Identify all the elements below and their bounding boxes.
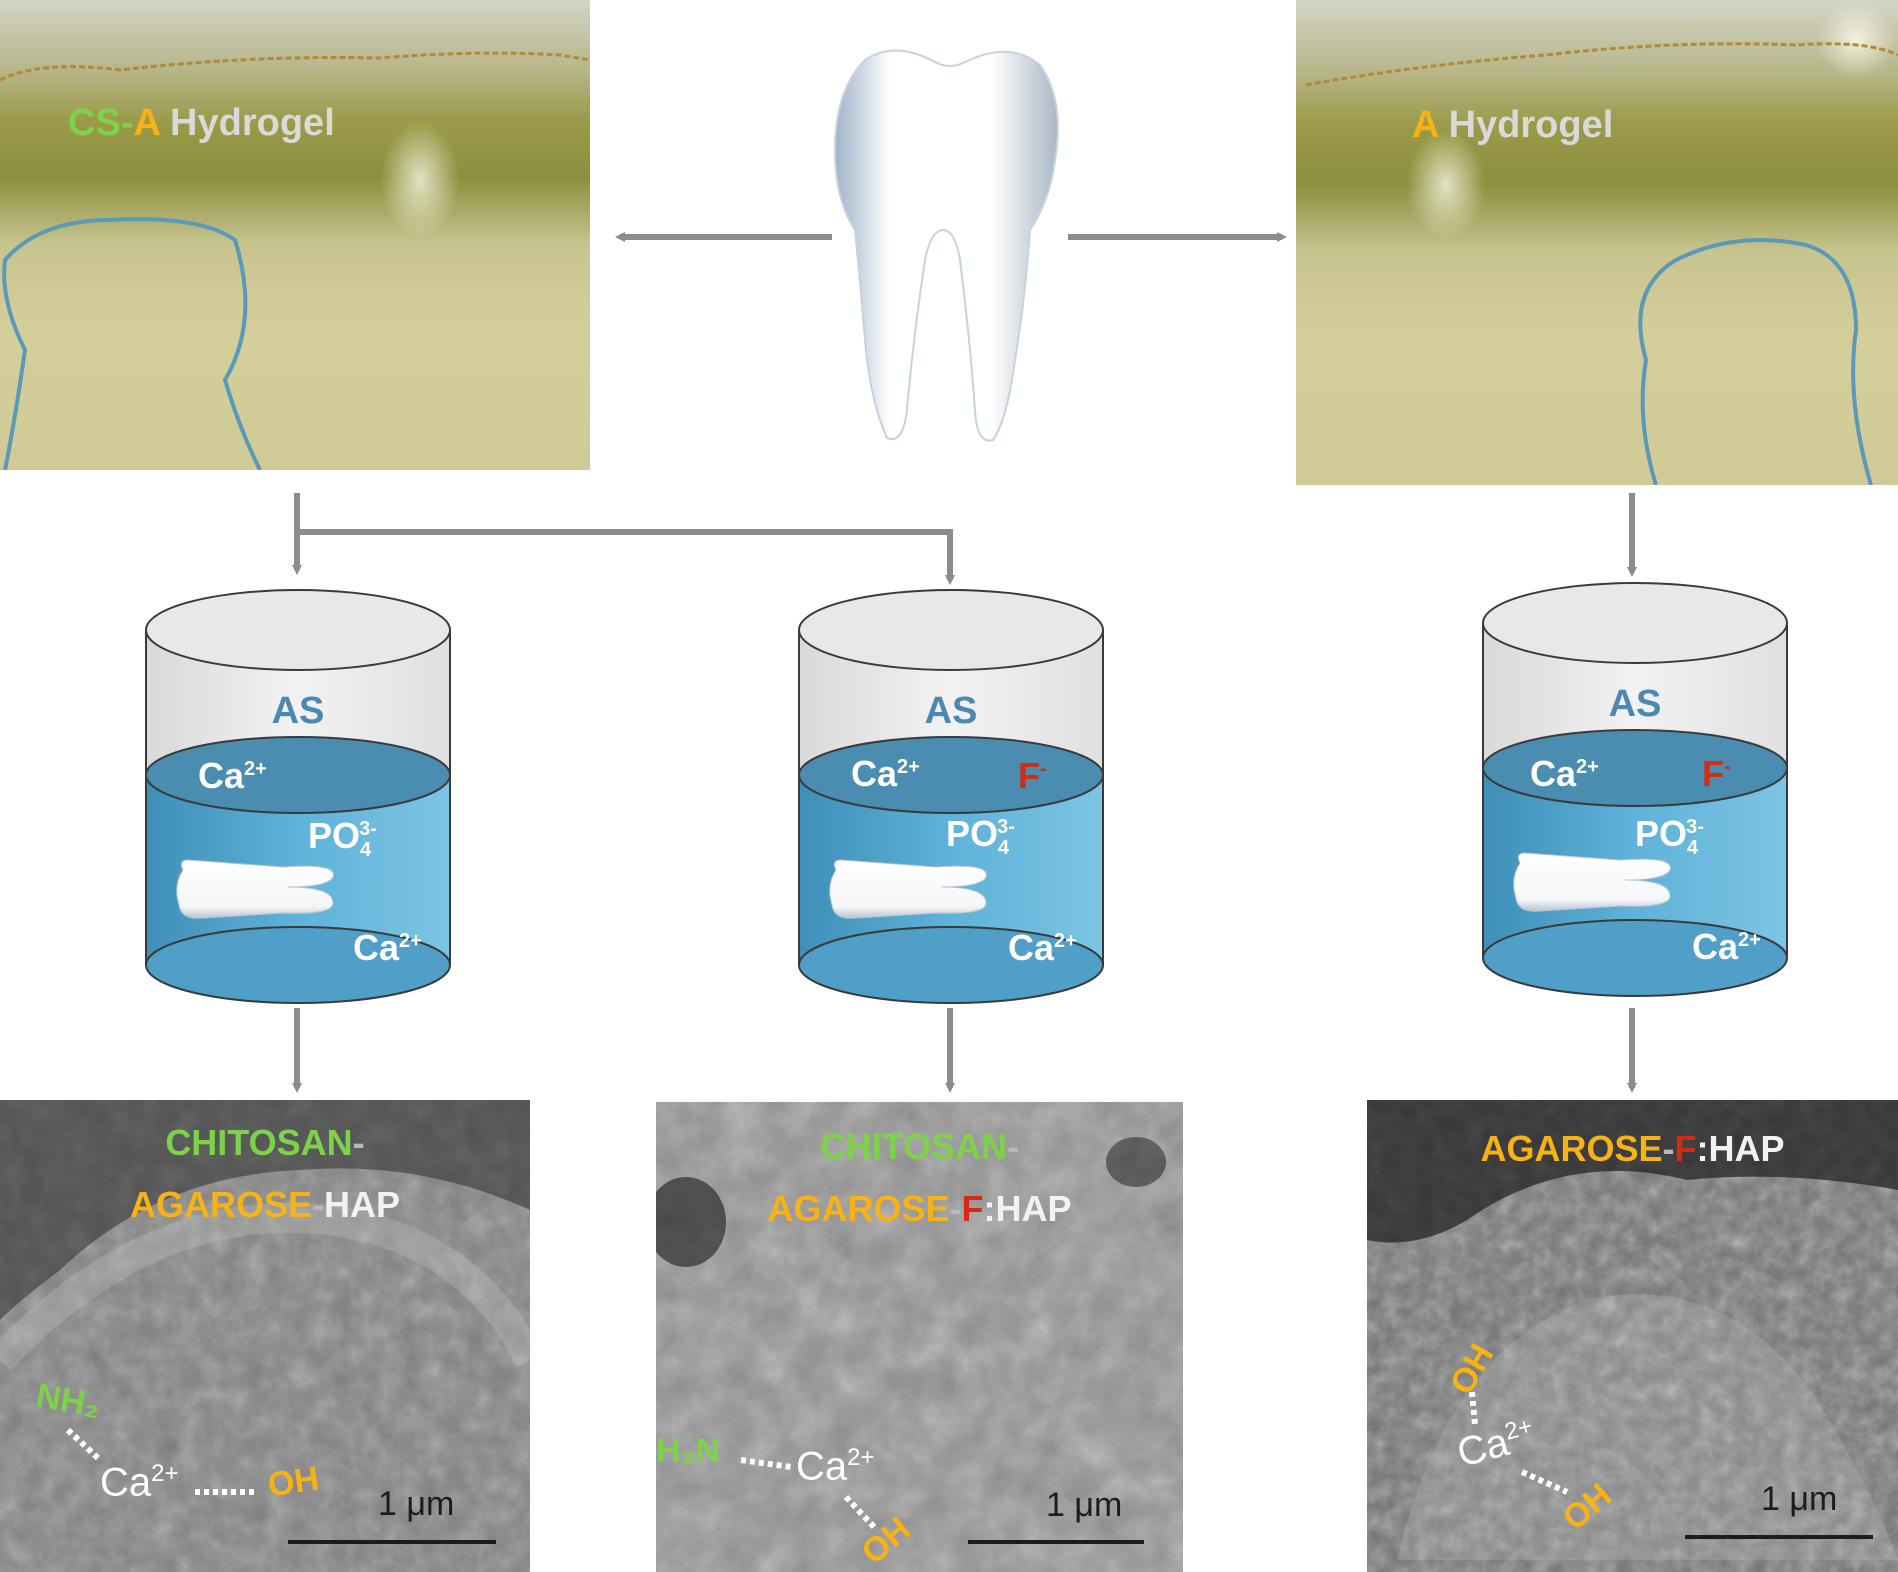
- beaker-3: AS Ca2+ F- PO43- Ca2+: [1480, 578, 1790, 998]
- cs-label-part: CS-: [68, 102, 134, 144]
- calcium-ion: Ca2+: [796, 1444, 875, 1489]
- calcium-ion-bottom: Ca2+: [1692, 926, 1761, 967]
- as-label: AS: [924, 690, 978, 732]
- a-label-part: A: [1412, 104, 1439, 146]
- fluoride-ion: F-: [1018, 755, 1047, 796]
- bond-lines: [65, 1427, 496, 1544]
- a-hydrogel-label: A Hydrogel: [1412, 104, 1613, 147]
- a-label-part: A: [133, 102, 160, 144]
- a-hydrogel-photo: A Hydrogel: [1296, 0, 1898, 485]
- scale-bar-label: 1 μm: [1046, 1486, 1123, 1524]
- sem-image-agarose-f-hap: AGAROSE-F:HAP OH Ca2+ OH 1 μm: [1367, 1100, 1898, 1572]
- cs-a-hydrogel-photo: CS-A Hydrogel: [0, 0, 590, 470]
- tooth-icon: [829, 859, 987, 919]
- fluoride-ion: F-: [1702, 753, 1731, 794]
- phosphate-ion: PO43-: [1635, 813, 1704, 860]
- as-label: AS: [271, 690, 325, 732]
- agarose-hap-label: AGAROSE-HAP: [129, 1184, 401, 1225]
- beaker-icon: [1482, 582, 1788, 997]
- hydrogel-label-part: Hydrogel: [159, 102, 335, 144]
- bond-lines: [740, 1457, 1144, 1544]
- hydrogel-outline: [0, 51, 590, 470]
- tooth-icon: [1513, 852, 1671, 912]
- hydrogel-outline: [1305, 42, 1898, 485]
- bond-lines: [1469, 1391, 1873, 1539]
- as-label: AS: [1608, 683, 1662, 725]
- tooth-icon: [176, 859, 334, 919]
- calcium-ion-top: Ca2+: [198, 755, 267, 796]
- scale-bar-label: 1 μm: [378, 1485, 455, 1523]
- beaker-2: AS Ca2+ F- PO43- Ca2+: [796, 585, 1106, 1005]
- calcium-ion-top: Ca2+: [851, 753, 920, 794]
- chitosan-label: CHITOSAN-: [819, 1126, 1020, 1167]
- phosphate-ion: PO43-: [308, 815, 377, 862]
- tooth-icon: [833, 49, 1059, 442]
- agarose-f-hap-label: AGAROSE-F:HAP: [1480, 1128, 1785, 1169]
- scale-bar-label: 1 μm: [1761, 1480, 1838, 1518]
- calcium-ion-bottom: Ca2+: [353, 927, 422, 968]
- arrow-icon: [297, 529, 955, 585]
- calcium-ion-top: Ca2+: [1530, 753, 1599, 794]
- beaker-1: AS Ca2+ PO43- Ca2+: [143, 585, 453, 1005]
- chitosan-label: CHITOSAN-: [165, 1122, 365, 1163]
- sem-image-chitosan-agarose-hap: CHITOSAN- AGAROSE-HAP NH₂ Ca2+ OH 1 μm: [0, 1100, 530, 1572]
- phosphate-ion: PO43-: [946, 813, 1015, 860]
- sem-image-chitosan-agarose-f-hap: CHITOSAN- AGAROSE-F:HAP H₂N Ca2+ OH 1 μm: [656, 1102, 1183, 1572]
- beaker-icon: [145, 589, 451, 1004]
- hydrogel-label-part: Hydrogel: [1438, 104, 1614, 146]
- agarose-f-hap-label: AGAROSE-F:HAP: [767, 1188, 1072, 1229]
- calcium-ion-bottom: Ca2+: [1008, 927, 1077, 968]
- beaker-icon: [798, 589, 1104, 1004]
- h2n-group: H₂N: [656, 1432, 721, 1470]
- calcium-ion: Ca2+: [100, 1460, 179, 1505]
- cs-a-hydrogel-label: CS-A Hydrogel: [68, 102, 335, 145]
